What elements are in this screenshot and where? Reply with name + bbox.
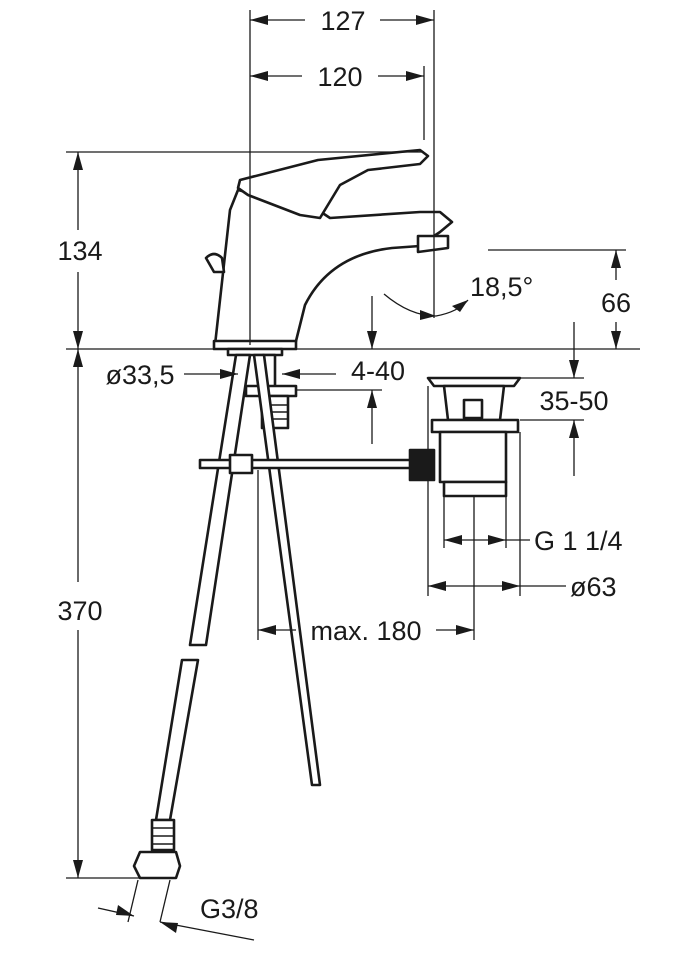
faucet-body — [204, 148, 454, 357]
label-120: 120 — [317, 62, 362, 92]
dim-g38: G3/8 — [97, 879, 259, 941]
label-g114: G 1 1/4 — [534, 526, 623, 556]
label-angle: 18,5° — [470, 272, 533, 302]
dim-134: 134 — [57, 151, 424, 349]
dim-370: 370 — [57, 349, 140, 879]
dim-deck-arrows — [296, 296, 382, 444]
link-rod — [198, 448, 436, 482]
drain-assembly — [426, 376, 522, 498]
dim-180: max. 180 — [257, 470, 475, 646]
label-370: 370 — [57, 596, 102, 626]
supply-hose — [132, 353, 252, 880]
dim-35-50: 35-50 — [520, 322, 609, 476]
dim-33-5: ø33,5 — [105, 360, 336, 390]
label-180: max. 180 — [310, 616, 421, 646]
dim-63: ø63 — [427, 386, 617, 602]
dim-4-40: 4-40 — [351, 356, 405, 386]
dim-120: 120 — [250, 62, 425, 140]
label-33-5: ø33,5 — [105, 360, 174, 390]
label-35-50: 35-50 — [539, 386, 608, 416]
label-134: 134 — [57, 236, 102, 266]
label-127: 127 — [320, 6, 365, 36]
label-g38: G3/8 — [200, 894, 259, 924]
dim-angle: 18,5° — [383, 250, 533, 320]
dim-127: 127 — [249, 6, 435, 345]
dim-g114: G 1 1/4 — [443, 496, 623, 556]
label-4-40: 4-40 — [351, 356, 405, 386]
label-66: 66 — [601, 288, 631, 318]
dim-66: 66 — [488, 249, 631, 349]
label-63: ø63 — [570, 572, 617, 602]
